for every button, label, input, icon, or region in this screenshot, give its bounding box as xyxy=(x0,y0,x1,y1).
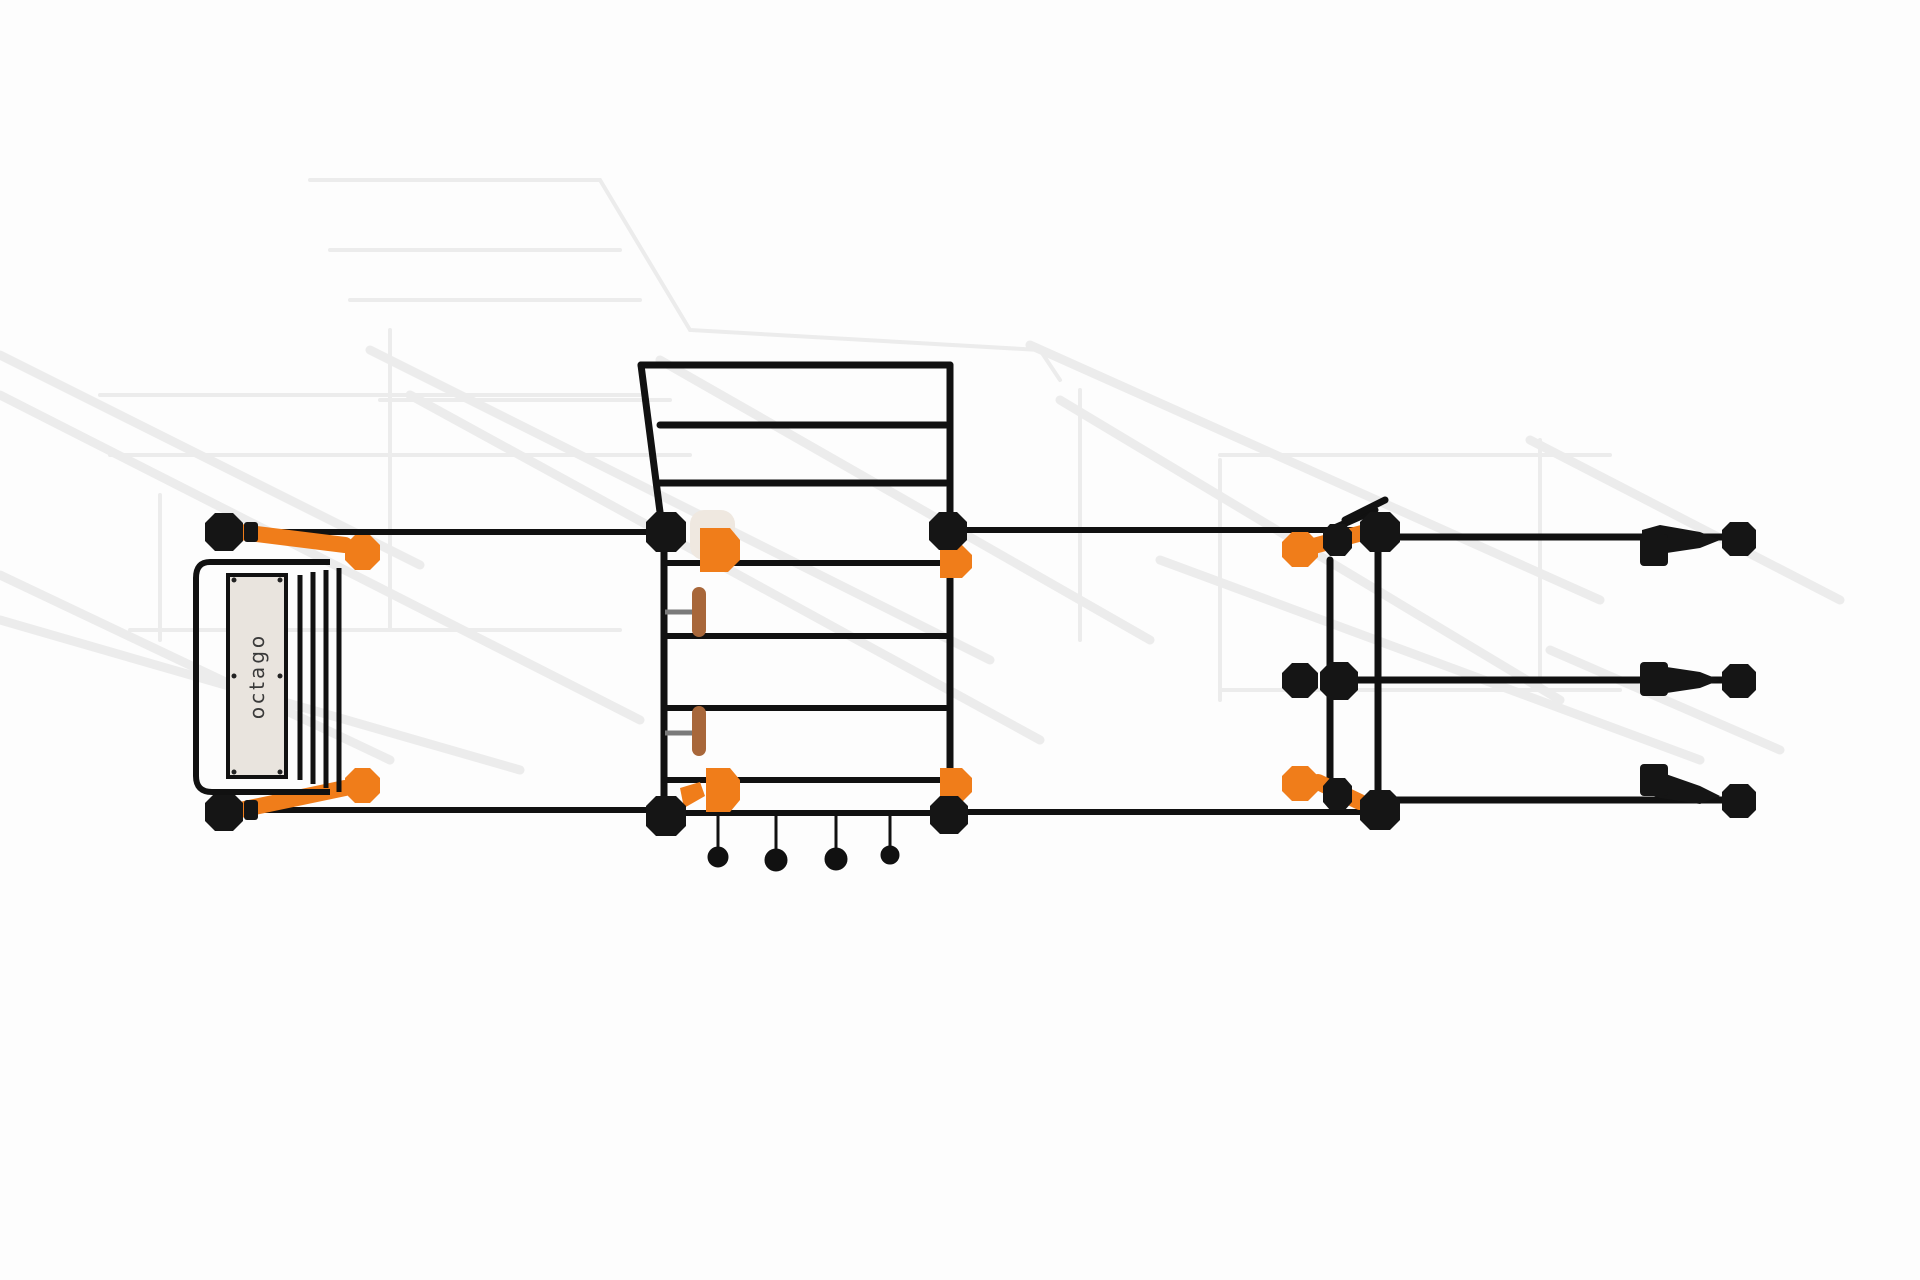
ladder-module xyxy=(637,361,1363,872)
brand-panel xyxy=(226,573,288,779)
brand-logo-text: octago xyxy=(245,633,269,719)
panel-wall-bars-module: octago xyxy=(193,513,671,831)
parallel-bars-module xyxy=(1282,496,1756,830)
